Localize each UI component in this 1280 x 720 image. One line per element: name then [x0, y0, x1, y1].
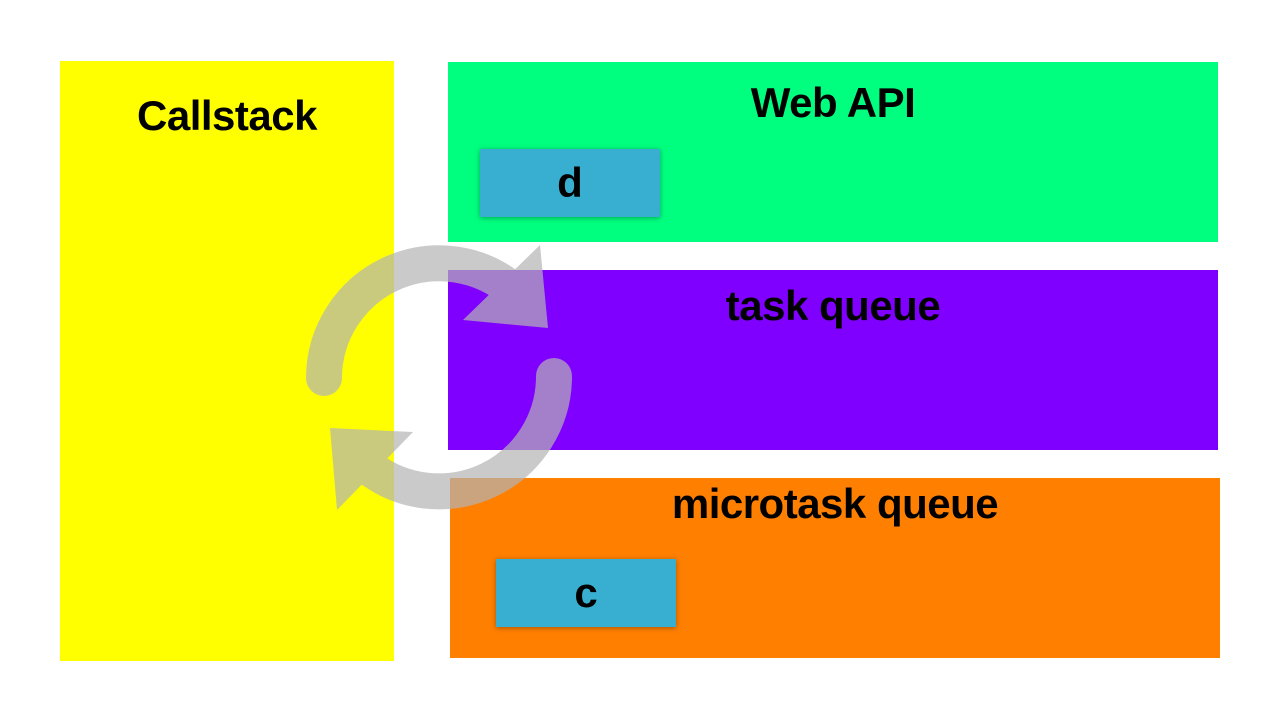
task-queue-panel: task queue [448, 270, 1218, 450]
web-api-title: Web API [750, 79, 916, 126]
task-queue-title: task queue [725, 282, 941, 329]
web-api-task-chip: d [480, 149, 660, 217]
callstack-title: Callstack [137, 92, 317, 139]
web-api-panel: Web API d [448, 62, 1218, 242]
microtask-queue-panel: microtask queue c [450, 478, 1220, 658]
callstack-panel: Callstack [60, 61, 394, 661]
microtask-queue-title: microtask queue [671, 480, 999, 527]
microtask-task-chip: c [496, 559, 676, 627]
